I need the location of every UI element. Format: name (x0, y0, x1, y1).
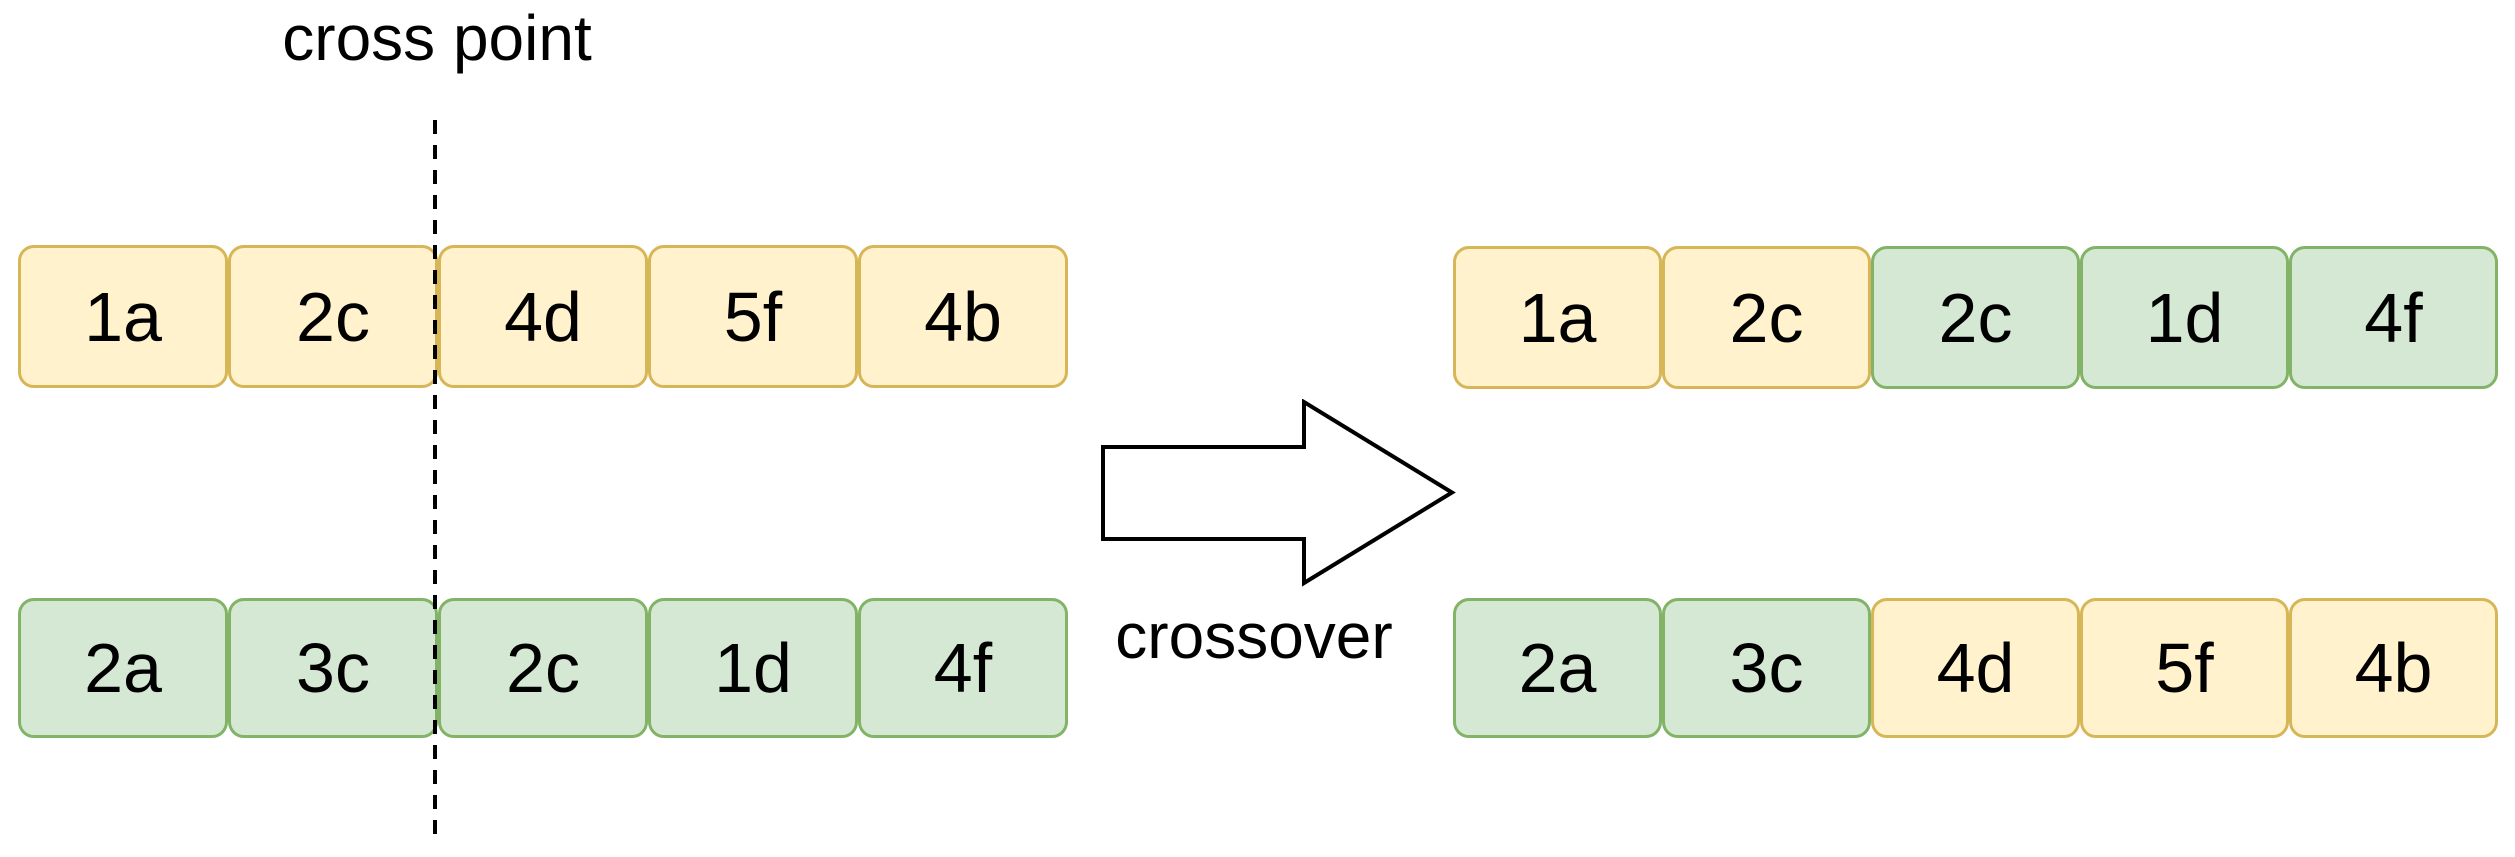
parent1-chromosome: 1a 2c 4d 5f 4b (18, 245, 1068, 388)
gene-box: 1a (18, 245, 228, 388)
gene-box: 1d (2080, 246, 2289, 389)
gene-label: 3c (1729, 629, 1804, 707)
gene-box: 3c (1662, 598, 1871, 738)
gene-label: 2c (506, 629, 580, 707)
gene-box: 4b (2289, 598, 2498, 738)
cross-point-dashed-line (433, 120, 437, 843)
gene-box: 3c (228, 598, 438, 738)
gene-label: 1a (1518, 278, 1597, 357)
gene-box: 2c (438, 598, 648, 738)
gene-label: 1d (714, 629, 792, 707)
gene-label: 1d (2145, 278, 2224, 357)
gene-label: 2c (1938, 278, 2013, 357)
gene-label: 4b (2354, 629, 2433, 707)
gene-label: 4f (2364, 278, 2423, 357)
gene-label: 5f (2155, 629, 2214, 707)
gene-box: 2c (1871, 246, 2080, 389)
gene-label: 4b (924, 277, 1002, 356)
child1-chromosome: 1a 2c 2c 1d 4f (1453, 246, 2498, 389)
gene-box: 5f (648, 245, 858, 388)
gene-box: 1a (1453, 246, 1662, 389)
gene-box: 4f (2289, 246, 2498, 389)
gene-box: 2c (1662, 246, 1871, 389)
gene-box: 5f (2080, 598, 2289, 738)
gene-label: 2a (84, 629, 162, 707)
gene-label: 4f (933, 629, 993, 707)
crossover-arrow-icon (1101, 399, 1456, 587)
crossover-label: crossover (1115, 600, 1393, 672)
gene-box: 4d (1871, 598, 2080, 738)
gene-box: 2a (18, 598, 228, 738)
gene-label: 2c (1729, 278, 1804, 357)
arrow-shape (1101, 399, 1456, 587)
gene-box: 4d (438, 245, 648, 388)
cross-point-label: cross point (282, 2, 592, 74)
gene-box: 1d (648, 598, 858, 738)
child2-chromosome: 2a 3c 4d 5f 4b (1453, 598, 2498, 738)
gene-box: 4f (858, 598, 1068, 738)
gene-box: 4b (858, 245, 1068, 388)
gene-label: 4d (504, 277, 582, 356)
gene-box: 2a (1453, 598, 1662, 738)
gene-label: 2c (296, 277, 370, 356)
gene-label: 2a (1518, 629, 1597, 707)
gene-label: 5f (723, 277, 783, 356)
gene-box: 2c (228, 245, 438, 388)
gene-label: 1a (84, 277, 162, 356)
gene-label: 4d (1936, 629, 2015, 707)
gene-label: 3c (296, 629, 370, 707)
parent2-chromosome: 2a 3c 2c 1d 4f (18, 598, 1068, 738)
